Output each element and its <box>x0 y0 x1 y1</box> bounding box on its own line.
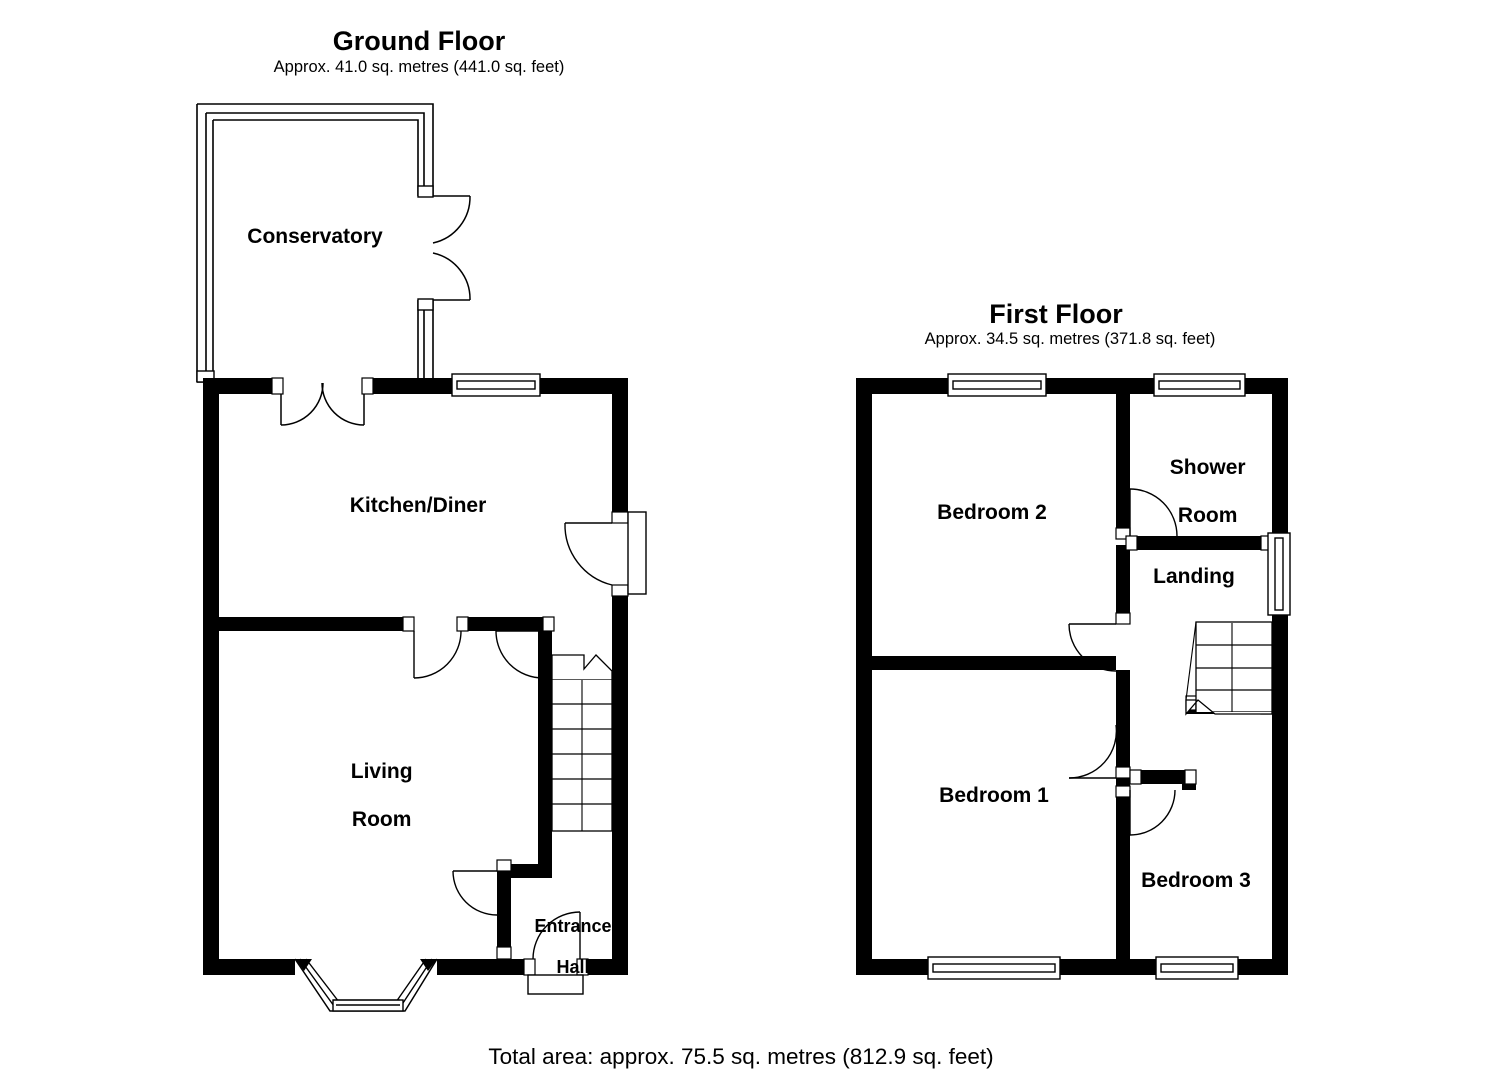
ground-floor-drawing <box>196 103 647 1012</box>
kitchen-hall-door-leaf <box>627 511 647 595</box>
ground-floor-door-jambs <box>271 377 629 976</box>
conservatory-double-door <box>432 195 471 301</box>
first-floor-windows <box>927 373 1291 980</box>
kitchen-window <box>451 373 541 397</box>
ground-floor-staircase <box>551 654 613 832</box>
first-floor-door-swings <box>1068 488 1178 836</box>
bay-wall-wedges <box>295 959 437 971</box>
conservatory-structure <box>196 103 434 383</box>
ground-floor-door-swings <box>413 522 613 916</box>
living-room-bay-window <box>294 958 438 1012</box>
first-floor-drawing <box>856 373 1291 980</box>
conservatory-kitchen-double-door <box>280 382 365 426</box>
first-floor-staircase <box>1185 621 1273 716</box>
ground-floor-walls <box>203 378 628 975</box>
front-door-swing <box>532 911 581 960</box>
front-door <box>527 974 584 995</box>
